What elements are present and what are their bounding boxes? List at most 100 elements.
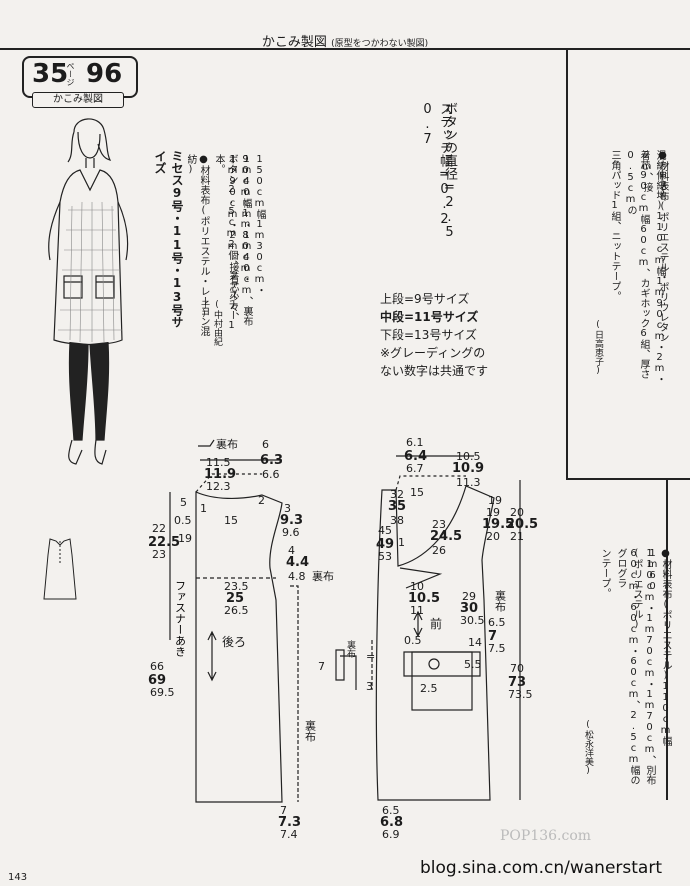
back-armhole-bot: 9.6 [282,526,300,539]
front-neck-depth-mid: 35 [388,499,406,514]
front-length-bot: 73.5 [508,688,533,701]
back-hip-mid: 25 [226,591,244,606]
front-detail-7: 7 [318,660,325,673]
back-neck-bot: 6.6 [262,468,280,481]
front-inner10-bot: 11 [410,604,424,617]
materials-right-bottom-4: ンテープ。 [599,548,610,598]
front-neck-facing [399,567,443,589]
front-pocket-05: 0.5 [404,634,422,647]
front-hip-bot: 30.5 [460,614,485,627]
badge-page-unit: ページ [66,62,75,86]
back-neck-guide [195,473,262,493]
back-neck-15: 15 [224,514,238,527]
front-left-15: 15 [410,486,424,499]
materials-right-bottom-line-1: 表布(ポリエステル)110cm幅1m60 [647,548,671,746]
front-inner-bot: 26 [432,544,446,557]
front-inner10-mid: 10.5 [408,591,440,606]
materials-right-bottom-1: ●材料表布(ポリエステル)110cm幅1m60 [646,548,672,788]
back-hem-bot: 7.4 [280,828,298,841]
materials-main-line-3-wrap: 90cm幅1m80cm・1m90cm・2m、接着芯少々、 [226,154,252,344]
front-inner10-top: 10 [410,580,424,593]
right-divider-vertical-bottom [666,480,668,800]
back-zipper: ファスナーあき [174,580,187,657]
back-lining-guide [290,585,299,802]
legend-note-2: ない数字は共通です [380,364,489,378]
front-inner-top: 23 [432,518,446,531]
front-small-1: 1 [398,536,405,549]
header-subtitle: (原型をつかわない製図) [331,39,429,49]
back-lining-side: 裏布 [312,569,334,583]
front-pocket [411,651,473,711]
front-detail-lining: 裏布 [304,719,317,743]
back-view-thumbnail [43,538,77,600]
back-length-top: 66 [150,660,164,673]
legend-upper: 上段=9号サイズ [380,292,470,306]
back-hip-top: 23.5 [224,580,249,593]
back-depth-top: 22 [152,522,166,535]
front-pocket-55: 5.5 [464,658,482,671]
badge-number: 96 [86,59,123,89]
front-length-top: 70 [510,662,524,675]
front-shoulder-bot: 11.3 [456,476,481,489]
materials-main-credit: (中村由紀子) [199,300,222,346]
blog-watermark: blog.sina.com.cn/wanerstart [420,858,662,878]
back-piece-outline [195,491,283,803]
front-left-45-mid: 49 [376,537,394,552]
front-neck-guide [395,475,466,491]
size-range: ミセス9号・11号・13号サイズ [153,150,184,328]
back-neck-top: 6 [262,438,269,451]
page-number: 143 [8,872,28,883]
front-hip-top: 29 [462,590,476,603]
back-shoulder-bot: 12.3 [206,480,231,493]
header-bar [0,28,690,50]
front-pocket-65-bot: 7.5 [488,642,506,655]
materials-right-bottom-credit: (松永洋美) [583,720,593,776]
materials-right-top-line-1: 表布(ポリエステル・ポリウレタン [657,181,668,342]
front-center-3: 3 [366,680,373,693]
front-pocket-65-top: 6.5 [488,616,506,629]
front-piece-label: 前 [430,616,442,631]
front-piece-outline [375,485,495,801]
materials-main: ●材料表布(ポリエステル・レーヨン混紡) [184,154,210,344]
front-lining-label: 裏布 [494,589,507,613]
front-neck-depth-top: 32 [390,488,404,501]
front-neck-top-bot: 6.7 [406,462,424,475]
front-pocket-14: 14 [468,636,482,649]
lining-detail [335,649,357,690]
front-left-45-top: 45 [378,524,392,537]
materials-right-top-1: ●材料表布(ポリエステル・ポリウレタン [656,150,669,390]
back-hem-top: 7 [280,804,287,817]
legend-lower: 下段=13号サイズ [380,328,477,342]
badge-label: かこみ製図 [32,92,124,108]
back-grain-arrow [207,630,217,682]
back-shoulder-top: 11.5 [206,456,231,469]
materials-right-top-3: 着芯90cm幅60cm、カギホック6組、厚さ0.5cmの [625,150,649,379]
front-shoulder-top: 10.5 [456,450,481,463]
back-armhole-mid: 9.3 [280,513,303,528]
back-side-4: 4 [288,544,295,557]
right-divider-horizontal [566,478,690,480]
front-shoulder-mid: 10.9 [452,461,484,476]
back-left-1: 1 [200,502,207,515]
materials-right-top-4: 三角パッド1組、ニットテープ。 [609,150,620,301]
button-note-2: ステッチ幅=0.2 0.7 [420,102,452,227]
back-neck-mid: 6.3 [260,453,283,468]
back-lining-pointer [198,439,215,447]
badge-page: 35 [32,59,69,89]
back-hem-mid: 7.3 [278,815,301,830]
back-piece-label: 後ろ [222,635,246,649]
materials-main-line-2: 150cm幅1m30cm・1m40cm・1m40cm、裏布 [241,154,265,326]
legend-middle: 中段=11号サイズ [380,310,479,324]
back-hip-bot: 26.5 [224,604,249,617]
front-pocket-65-mid: 7 [488,629,497,644]
right-divider-vertical-top [566,50,568,480]
model-illustration [48,118,129,465]
front-lining-small: 裏布 [345,639,356,659]
materials-right-bottom-2: 110cm・1m70cm・1m70cm、別布(ポリエステル) [631,548,655,785]
materials-main-line-4: ボタン2.5cm2個、ファスナー1本。 [213,154,237,331]
back-side-mid: 4.4 [286,555,309,570]
materials-right-bottom-3: 60cm・60cm・60cm、2.5cm幅のグログラ [615,548,639,785]
materials-right-top-2: 混紡伸縮地)110cm幅1m90cm・2m・2m、接 [641,150,665,384]
size-legend: 上段=9号サイズ 中段=11号サイズ 下段=13号サイズ ※グレーディングの な… [380,290,488,380]
front-right-top: 20 [510,506,524,519]
